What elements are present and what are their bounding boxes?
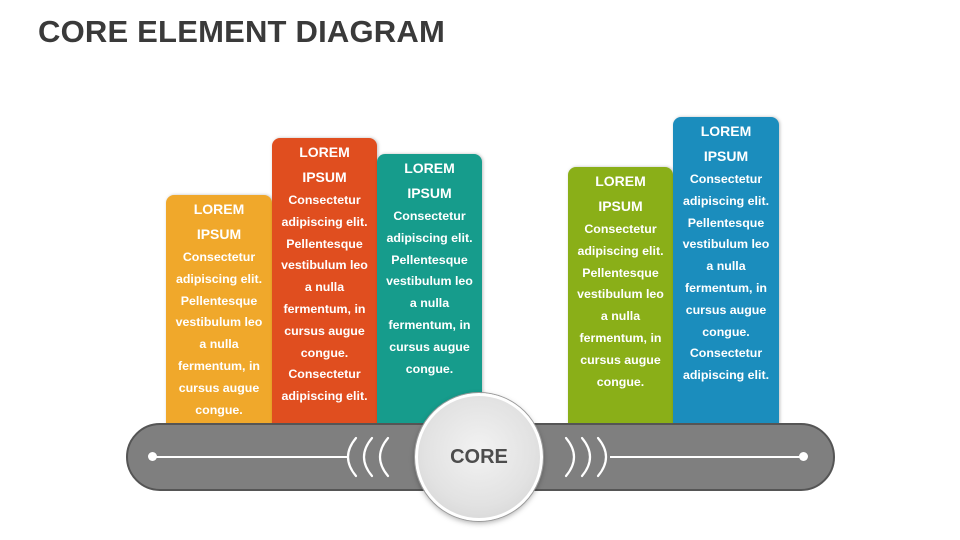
- card-body-line: fermentum, in: [388, 317, 471, 332]
- card-body-line: a nulla: [199, 337, 239, 352]
- card-body-line: Pellentesque: [180, 293, 258, 308]
- card-title-line: LOREM: [299, 144, 350, 160]
- card-3: LOREM IPSUM Consectetur adipiscing elit.…: [377, 154, 482, 425]
- right-arc-icon: [564, 436, 576, 478]
- card-title-line: LOREM: [700, 123, 752, 139]
- card-body-line: cursus augue: [685, 302, 767, 317]
- card-body-line: cursus augue: [284, 323, 365, 338]
- card-4: LOREM IPSUM Consectetur adipiscing elit.…: [568, 167, 673, 425]
- card-body-line: Pellentesque: [391, 252, 468, 267]
- card-body-line: cursus augue: [389, 339, 470, 354]
- card-body-line: adipiscing elit.: [682, 193, 770, 208]
- card-body-line: a nulla: [600, 309, 641, 324]
- card-body-line: Consectetur: [584, 222, 657, 236]
- card-body-line: adipiscing elit.: [281, 214, 368, 229]
- core-label: CORE: [450, 445, 508, 468]
- card-body-line: Pellentesque: [286, 236, 363, 251]
- card-body-line: Consectetur: [182, 250, 256, 264]
- card-body-line: fermentum, in: [178, 358, 260, 373]
- card-2: LOREM IPSUM Consectetur adipiscing elit.…: [272, 138, 377, 425]
- card-body-line: congue.: [405, 361, 454, 376]
- card-title-line: LOREM: [193, 201, 245, 217]
- card-body-line: adipiscing elit.: [175, 271, 263, 286]
- card-body-line: fermentum, in: [283, 301, 366, 316]
- card-body-line: Consectetur: [689, 346, 763, 361]
- card-body-line: adipiscing elit.: [682, 368, 770, 383]
- card-title-line: IPSUM: [196, 226, 242, 242]
- card-body-line: a nulla: [304, 280, 345, 295]
- left-connector-line: [152, 456, 347, 458]
- card-body-line: cursus augue: [178, 380, 260, 395]
- card-title-line: IPSUM: [302, 169, 347, 185]
- card-body-line: congue.: [195, 402, 243, 417]
- left-arc-icon: [346, 436, 358, 478]
- card-body-line: cursus augue: [580, 352, 661, 367]
- right-end-dot: [799, 452, 808, 461]
- card-title-line: IPSUM: [703, 148, 749, 164]
- card-body-line: Consectetur: [393, 209, 466, 223]
- right-arc-icon: [580, 436, 592, 478]
- card-body-line: congue.: [596, 374, 645, 389]
- card-body-line: fermentum, in: [579, 330, 662, 345]
- card-title-line: IPSUM: [407, 185, 452, 201]
- card-body-line: vestibulum leo: [175, 315, 263, 330]
- card-5: LOREM IPSUM Consectetur adipiscing elit.…: [673, 117, 779, 425]
- card-body-line: vestibulum leo: [281, 258, 368, 273]
- card-body-line: vestibulum leo: [386, 274, 473, 289]
- card-body-line: Consectetur: [288, 193, 361, 207]
- left-arc-icon: [378, 436, 390, 478]
- card-body-line: a nulla: [706, 259, 746, 274]
- card-title-line: IPSUM: [598, 198, 643, 214]
- core-circle: CORE: [415, 393, 543, 521]
- card-body-line: fermentum, in: [685, 280, 767, 295]
- right-connector-line: [610, 456, 803, 458]
- card-title-line: LOREM: [404, 160, 455, 176]
- card-title-line: LOREM: [595, 173, 646, 189]
- card-body-line: Consectetur: [689, 172, 763, 186]
- card-body-line: Pellentesque: [687, 215, 765, 230]
- card-body-line: adipiscing elit.: [281, 389, 368, 404]
- card-body-line: congue.: [300, 345, 349, 360]
- right-arc-icon: [596, 436, 608, 478]
- card-body-line: vestibulum leo: [682, 237, 770, 252]
- left-end-dot: [148, 452, 157, 461]
- card-body-line: congue.: [702, 324, 750, 339]
- card-body-line: adipiscing elit.: [577, 243, 664, 258]
- card-body-line: adipiscing elit.: [386, 230, 473, 245]
- signal-arcs: [346, 436, 608, 478]
- page-title: CORE ELEMENT DIAGRAM: [38, 14, 445, 49]
- card-body-line: Consectetur: [288, 367, 361, 382]
- card-body-line: a nulla: [409, 296, 450, 311]
- card-body-line: vestibulum leo: [577, 287, 664, 302]
- card-body-line: Pellentesque: [582, 265, 659, 280]
- left-arc-icon: [362, 436, 374, 478]
- card-1: LOREM IPSUM Consectetur adipiscing elit.…: [166, 195, 272, 425]
